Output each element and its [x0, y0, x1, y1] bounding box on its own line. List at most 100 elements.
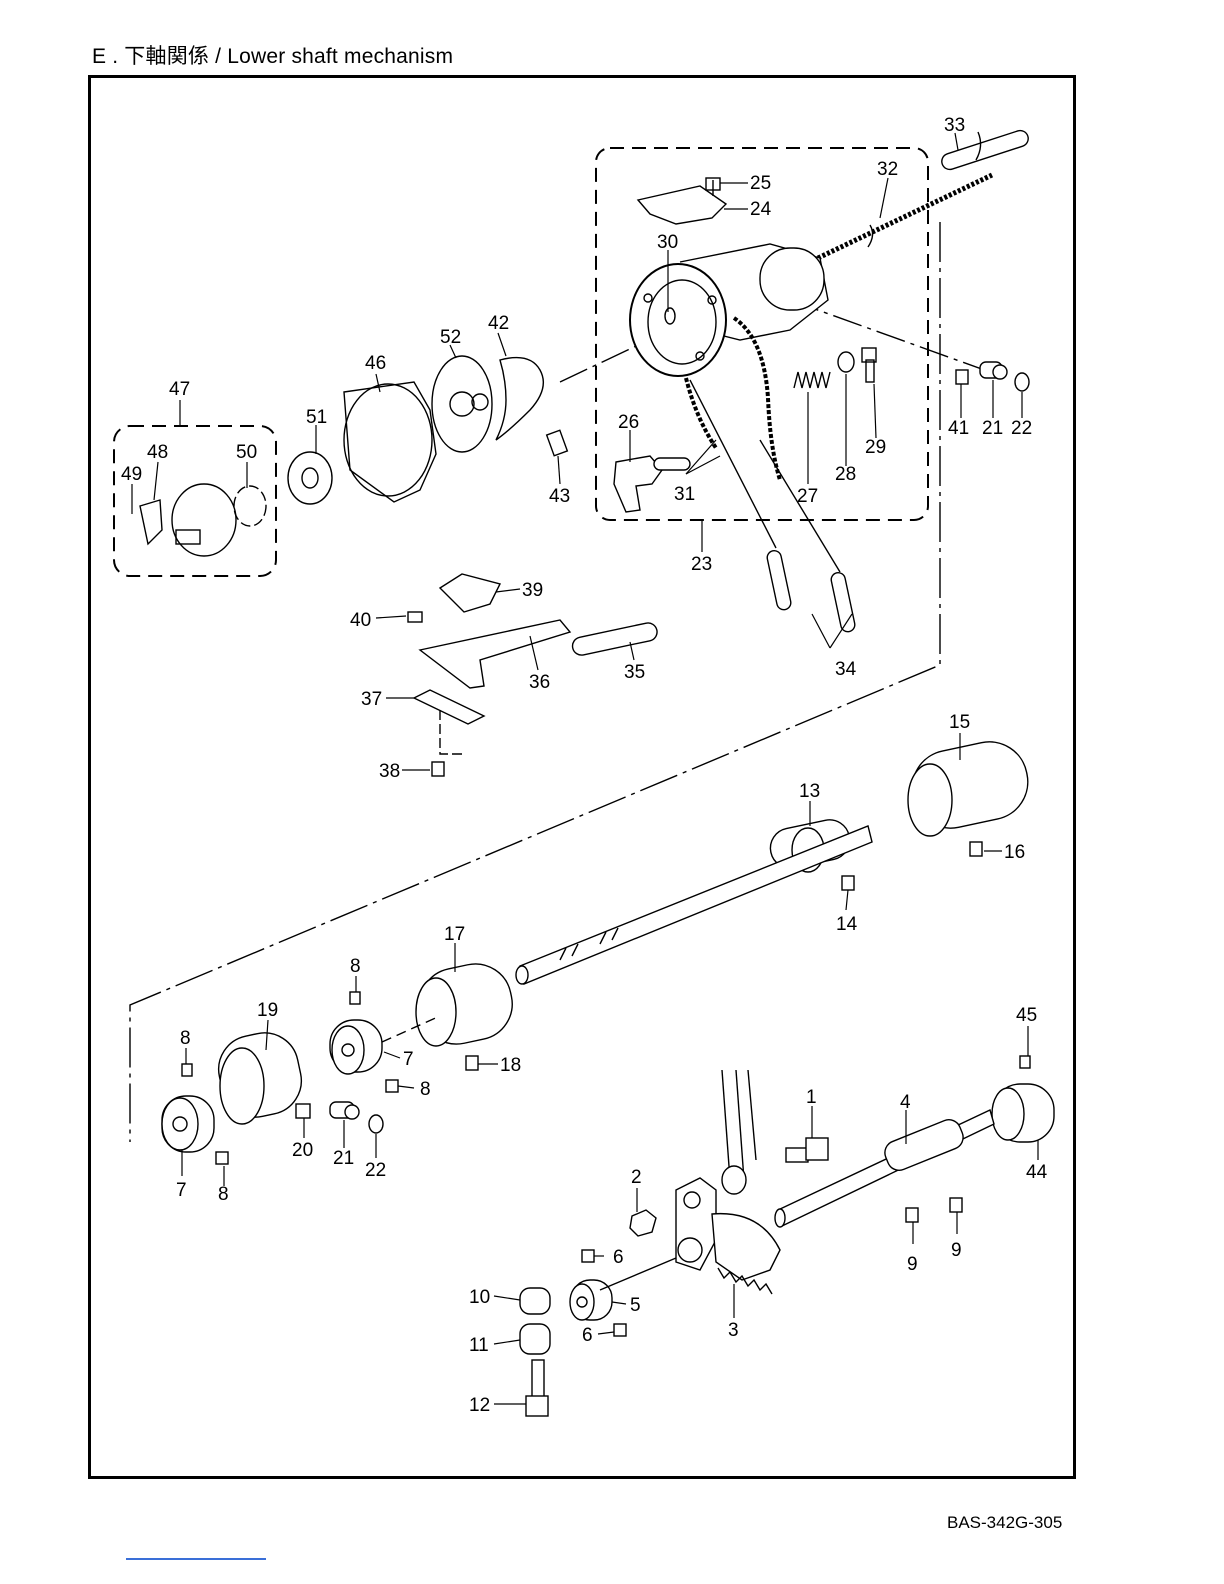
label-2: 2: [631, 1167, 642, 1188]
part-39-bracket: [440, 574, 500, 612]
footer-rule: [126, 1558, 266, 1560]
label-14: 14: [836, 914, 858, 935]
part-48-bobbin-case: [172, 484, 236, 556]
label-41: 41: [948, 418, 969, 439]
label-32: 32: [877, 159, 898, 180]
label-50: 50: [236, 442, 257, 463]
label-8-c: 8: [420, 1079, 431, 1100]
label-23: 23: [691, 554, 712, 575]
part-8-setscrew-b: [182, 1064, 192, 1076]
part-41-setscrew: [956, 370, 968, 384]
part-14-setscrew: [842, 876, 854, 890]
part-16-setscrew: [970, 842, 982, 856]
label-25: 25: [750, 173, 771, 194]
part-8-setscrew-d: [216, 1152, 228, 1164]
part-20-setscrew: [296, 1104, 310, 1118]
hook-body: [630, 244, 828, 376]
part-37-plate: [414, 690, 484, 724]
document-code: BAS-342G-305: [947, 1513, 1062, 1533]
label-10: 10: [469, 1287, 490, 1308]
part-32-cable: [818, 175, 992, 258]
part-7-collar-a: [330, 1020, 382, 1074]
part-6-setscrew-a: [582, 1250, 594, 1262]
part-11-block: [520, 1324, 550, 1354]
part-8-setscrew-c: [386, 1080, 398, 1092]
label-30: 30: [657, 232, 678, 253]
label-39: 39: [522, 580, 543, 601]
part-34-rods: [690, 380, 856, 633]
rods-vertical: [722, 1070, 756, 1180]
part-21-pin-a: [980, 362, 1007, 379]
label-4: 4: [900, 1092, 911, 1113]
label-34: 34: [835, 659, 857, 680]
leader-lines: [132, 133, 1038, 1404]
part-19-coupling: [212, 1027, 307, 1124]
label-20: 20: [292, 1140, 313, 1161]
part-5-collar: [570, 1280, 612, 1320]
label-45: 45: [1016, 1005, 1037, 1026]
label-43: 43: [549, 486, 570, 507]
label-1: 1: [806, 1087, 817, 1108]
label-48: 48: [147, 442, 168, 463]
label-47: 47: [169, 379, 190, 400]
label-9-b: 9: [951, 1240, 962, 1261]
part-51-bobbin: [288, 452, 332, 504]
label-19: 19: [257, 1000, 278, 1021]
part-46-race-ring: [344, 382, 436, 502]
label-36: 36: [529, 672, 550, 693]
label-12: 12: [469, 1395, 490, 1416]
label-8-d: 8: [218, 1184, 229, 1205]
label-40: 40: [350, 610, 371, 631]
label-44: 44: [1026, 1162, 1048, 1183]
label-13: 13: [799, 781, 820, 802]
label-33: 33: [944, 115, 965, 136]
label-46: 46: [365, 353, 386, 374]
label-29: 29: [865, 437, 886, 458]
label-35: 35: [624, 662, 645, 683]
part-40-screw: [408, 612, 422, 622]
label-7-a: 7: [403, 1049, 414, 1070]
part-10-block: [520, 1288, 550, 1314]
label-52: 52: [440, 327, 461, 348]
part-18-setscrew: [466, 1056, 478, 1070]
part-9-setscrew-b: [950, 1198, 962, 1212]
part-27-spring: [794, 372, 830, 388]
label-17: 17: [444, 924, 465, 945]
part-28-washer: [838, 352, 854, 372]
part-35-tube: [571, 621, 659, 656]
part-49-spring: [140, 500, 162, 544]
label-5: 5: [630, 1295, 641, 1316]
label-6-b: 6: [582, 1325, 593, 1346]
label-21-a: 21: [982, 418, 1003, 439]
part-22-ring-b: [369, 1115, 383, 1133]
part-52-bobbin-case-base: [432, 356, 492, 452]
part-2-nut: [630, 1210, 656, 1236]
label-42: 42: [488, 313, 509, 334]
part-17-sleeve: [413, 957, 519, 1050]
part-44-collar: [992, 1084, 1054, 1142]
label-51: 51: [306, 407, 327, 428]
label-11: 11: [469, 1335, 489, 1356]
lower-shaft: [516, 826, 872, 984]
part-3-gear-crank: [676, 1166, 780, 1294]
part-42-hook: [496, 358, 543, 440]
label-27: 27: [797, 486, 818, 507]
label-38: 38: [379, 761, 400, 782]
part-15-sleeve: [905, 735, 1035, 836]
part-45-setscrew: [1020, 1056, 1030, 1068]
part-6-setscrew-b: [614, 1324, 626, 1336]
part-50-ring: [234, 486, 266, 526]
part-1-screw: [786, 1138, 828, 1162]
label-26: 26: [618, 412, 639, 433]
label-37: 37: [361, 689, 382, 710]
label-21-b: 21: [333, 1148, 354, 1169]
label-28: 28: [835, 464, 856, 485]
label-18: 18: [500, 1055, 521, 1076]
part-12-bolt: [526, 1360, 548, 1416]
label-9-a: 9: [907, 1254, 918, 1275]
label-8-b: 8: [180, 1028, 191, 1049]
label-3: 3: [728, 1320, 739, 1341]
label-8-a: 8: [350, 956, 361, 977]
label-22-a: 22: [1011, 418, 1032, 439]
